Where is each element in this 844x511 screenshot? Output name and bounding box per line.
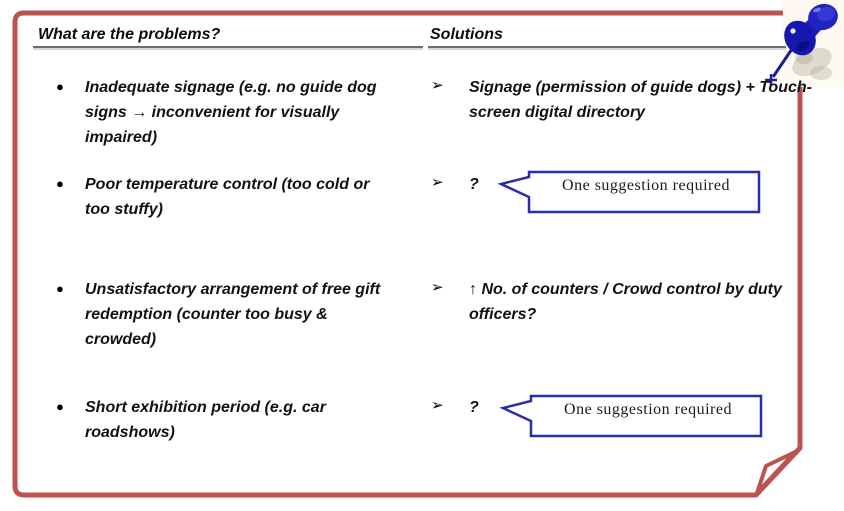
speech-bubble-shape: [500, 394, 763, 438]
problem-cell: Poor temperature control (too cold or to…: [85, 176, 370, 218]
callout-suggestion-2: One suggestion required: [500, 393, 765, 439]
pushpin-icon: [760, 0, 844, 90]
solutions-column-header: Solutions: [430, 26, 503, 43]
chevron-marker: ➢: [431, 174, 444, 191]
chevron-marker: ➢: [431, 397, 444, 414]
chevron-marker: ➢: [431, 77, 444, 94]
solution-cell: Signage (permission of guide dogs) + Tou…: [469, 79, 812, 121]
header-rule-left: [33, 46, 423, 48]
problem-cell: Inadequate signage (e.g. no guide dog si…: [85, 79, 377, 146]
problem-cell: Unsatisfactory arrangement of free gift …: [85, 281, 381, 348]
bullet-marker: ●: [56, 79, 64, 94]
speech-bubble-shape: [498, 170, 761, 214]
page-fold-corner: [755, 450, 797, 495]
bullet-marker: ●: [56, 399, 64, 414]
bullet-marker: ●: [56, 176, 64, 191]
callout-text: One suggestion required: [562, 177, 730, 194]
bullet-marker: ●: [56, 281, 64, 296]
solution-cell: ↑ No. of counters / Crowd control by dut…: [469, 281, 782, 323]
problems-column-header: What are the problems?: [38, 26, 221, 43]
callout-text: One suggestion required: [564, 401, 732, 418]
header-rule-right: [428, 46, 786, 48]
solution-cell: ?: [469, 176, 479, 193]
chevron-marker: ➢: [431, 279, 444, 296]
solution-cell: ?: [469, 399, 479, 416]
problem-cell: Short exhibition period (e.g. car roadsh…: [85, 399, 326, 441]
pushpin-graphic: [765, 0, 844, 87]
callout-suggestion-1: One suggestion required: [498, 169, 763, 215]
